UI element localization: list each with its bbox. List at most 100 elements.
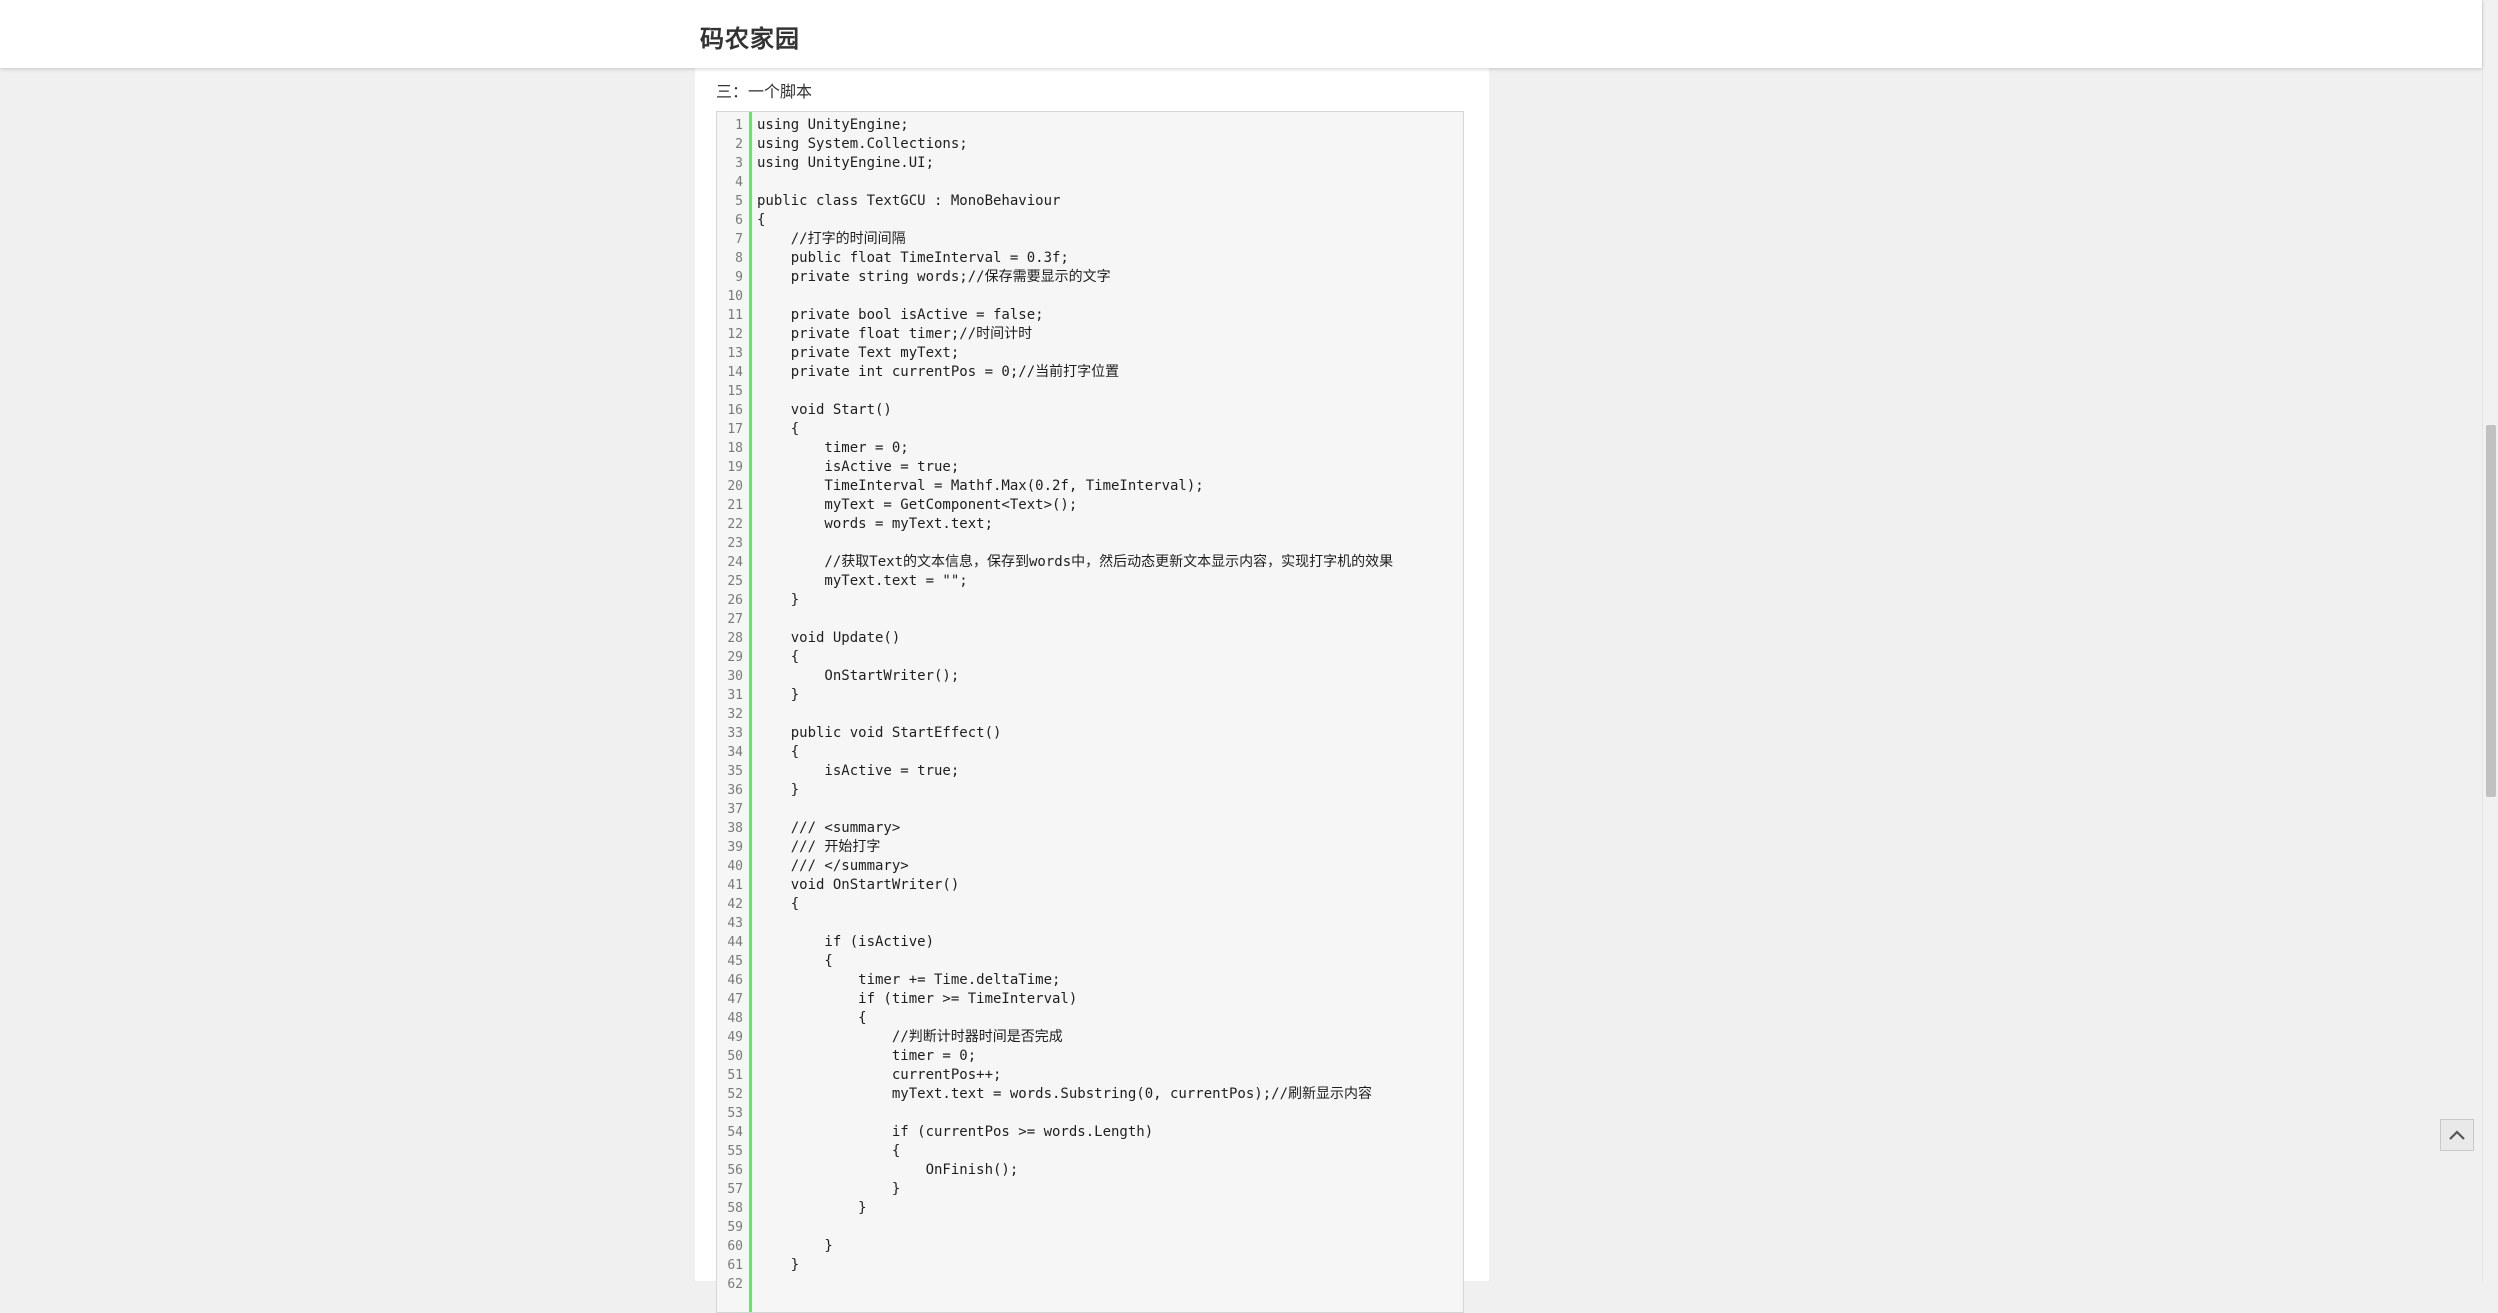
code-line: OnFinish();	[757, 1162, 1019, 1178]
code-line: }	[757, 1257, 800, 1273]
line-number: 23	[727, 536, 743, 551]
site-title[interactable]: 码农家园	[700, 25, 800, 53]
line-number: 47	[727, 992, 743, 1007]
code-line: OnStartWriter();	[757, 668, 960, 684]
code-line: words = myText.text;	[757, 516, 994, 532]
chevron-up-icon	[2449, 1130, 2465, 1140]
line-number: 37	[727, 802, 743, 817]
code-line: timer = 0;	[757, 440, 909, 456]
code-line: isActive = true;	[757, 459, 960, 475]
code-line: /// <summary>	[757, 820, 901, 836]
line-number: 32	[727, 707, 743, 722]
line-number: 25	[727, 574, 743, 589]
section-heading: 三：一个脚本	[716, 82, 813, 101]
code-line: private Text myText;	[757, 345, 960, 361]
line-number: 18	[727, 441, 743, 456]
line-number: 2	[735, 137, 743, 152]
code-line: //获取Text的文本信息，保存到words中，然后动态更新文本显示内容，实现打…	[757, 554, 1394, 570]
line-number: 9	[735, 270, 743, 285]
line-number: 14	[727, 365, 743, 380]
code-line: }	[757, 1200, 867, 1216]
code-line: using UnityEngine.UI;	[757, 155, 935, 171]
code-line: void OnStartWriter()	[757, 877, 960, 893]
line-number: 27	[727, 612, 743, 627]
page-scrollbar[interactable]	[2482, 0, 2498, 1281]
line-number: 31	[727, 688, 743, 703]
line-number: 45	[727, 954, 743, 969]
line-number: 51	[727, 1068, 743, 1083]
code-line: /// 开始打字	[757, 839, 881, 855]
code-line: TimeInterval = Mathf.Max(0.2f, TimeInter…	[757, 478, 1204, 494]
line-number: 50	[727, 1049, 743, 1064]
line-number: 56	[727, 1163, 743, 1178]
line-number: 26	[727, 593, 743, 608]
back-to-top-button[interactable]	[2440, 1119, 2474, 1151]
code-line: using System.Collections;	[757, 136, 968, 152]
code-line: {	[757, 421, 800, 437]
line-number: 28	[727, 631, 743, 646]
line-number: 16	[727, 403, 743, 418]
site-header: 码农家园	[0, 0, 2482, 68]
line-number: 33	[727, 726, 743, 741]
line-number: 60	[727, 1239, 743, 1254]
code-line: {	[757, 649, 800, 665]
code-line: }	[757, 782, 800, 798]
code-line: {	[757, 212, 766, 228]
line-number: 13	[727, 346, 743, 361]
code-line: private bool isActive = false;	[757, 307, 1044, 323]
code-line: myText.text = words.Substring(0, current…	[757, 1086, 1373, 1102]
line-number: 41	[727, 878, 743, 893]
line-number: 4	[735, 175, 743, 190]
code-line: {	[757, 953, 833, 969]
line-number: 57	[727, 1182, 743, 1197]
code-line: void Start()	[757, 402, 892, 418]
code-line: }	[757, 1181, 901, 1197]
line-number: 36	[727, 783, 743, 798]
code-line: {	[757, 1143, 901, 1159]
code-line: void Update()	[757, 630, 901, 646]
code-line: public class TextGCU : MonoBehaviour	[757, 193, 1061, 209]
code-line: timer = 0;	[757, 1048, 977, 1064]
line-number: 61	[727, 1258, 743, 1273]
code-line: {	[757, 1010, 867, 1026]
line-number: 58	[727, 1201, 743, 1216]
line-number: 46	[727, 973, 743, 988]
line-number: 11	[727, 308, 743, 323]
line-number: 22	[727, 517, 743, 532]
line-number: 10	[727, 289, 743, 304]
code-line: myText = GetComponent<Text>();	[757, 497, 1078, 513]
line-number: 42	[727, 897, 743, 912]
line-number: 17	[727, 422, 743, 437]
code-line: currentPos++;	[757, 1067, 1002, 1083]
code-line: public void StartEffect()	[757, 725, 1002, 741]
code-line: {	[757, 744, 800, 760]
line-number: 44	[727, 935, 743, 950]
line-number: 49	[727, 1030, 743, 1045]
code-line: myText.text = "";	[757, 573, 968, 589]
line-number: 29	[727, 650, 743, 665]
line-number: 62	[727, 1277, 743, 1292]
line-number: 1	[735, 118, 743, 133]
line-number: 3	[735, 156, 743, 171]
line-number: 43	[727, 916, 743, 931]
line-number: 40	[727, 859, 743, 874]
line-number: 38	[727, 821, 743, 836]
line-number: 24	[727, 555, 743, 570]
code-line: }	[757, 1238, 833, 1254]
scrollbar-thumb[interactable]	[2486, 425, 2496, 797]
code-line: using UnityEngine;	[757, 117, 909, 133]
code-line: }	[757, 592, 800, 608]
line-number: 55	[727, 1144, 743, 1159]
code-line: private int currentPos = 0;//当前打字位置	[757, 364, 1120, 380]
code-line: private string words;//保存需要显示的文字	[757, 269, 1111, 285]
code-line: }	[757, 687, 800, 703]
code-line: timer += Time.deltaTime;	[757, 972, 1061, 988]
code-line: //判断计时器时间是否完成	[757, 1029, 1063, 1045]
line-number: 19	[727, 460, 743, 475]
line-number: 7	[735, 232, 743, 247]
code-line: if (currentPos >= words.Length)	[757, 1124, 1154, 1140]
code-line: /// </summary>	[757, 858, 909, 874]
code-line: isActive = true;	[757, 763, 960, 779]
line-number: 20	[727, 479, 743, 494]
